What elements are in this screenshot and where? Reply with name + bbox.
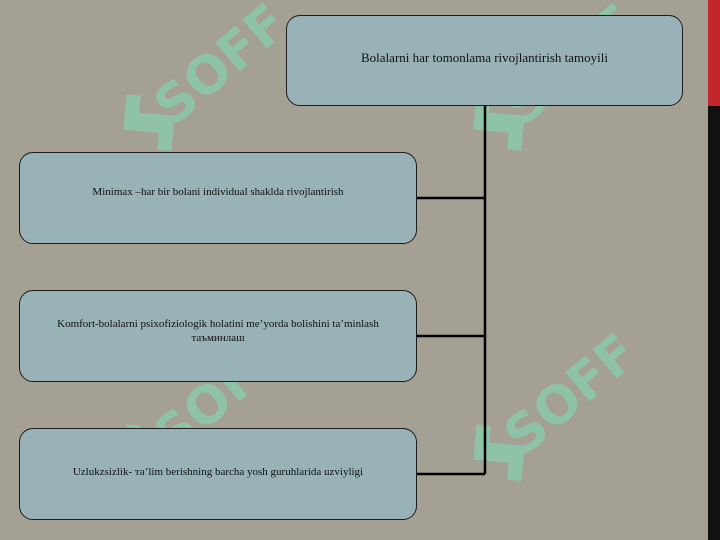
right-edge-accent: [708, 0, 720, 106]
child-node-label: Uzlukzsizlik- та’lim berishning barcha y…: [72, 466, 364, 479]
root-node-label: Bolalarni har tomonlama rivojlantirish t…: [361, 50, 608, 66]
child-node-minimax: Minimax –har bir bolani individual shakl…: [19, 152, 417, 244]
child-node-uzluksizlik: Uzlukzsizlik- та’lim berishning barcha y…: [19, 428, 417, 520]
right-edge-band: [708, 0, 720, 540]
child-node-komfort: Komfort-bolalarni psixofiziologik holati…: [19, 290, 417, 382]
child-node-label: Komfort-bolalarni psixofiziologik holati…: [57, 318, 379, 344]
soff-watermark-top-left: SOFF: [123, 0, 290, 151]
soff-logo-icon: [123, 94, 175, 151]
child-node-label: Minimax –har bir bolani individual shakl…: [92, 186, 344, 199]
root-node: Bolalarni har tomonlama rivojlantirish t…: [286, 15, 683, 106]
